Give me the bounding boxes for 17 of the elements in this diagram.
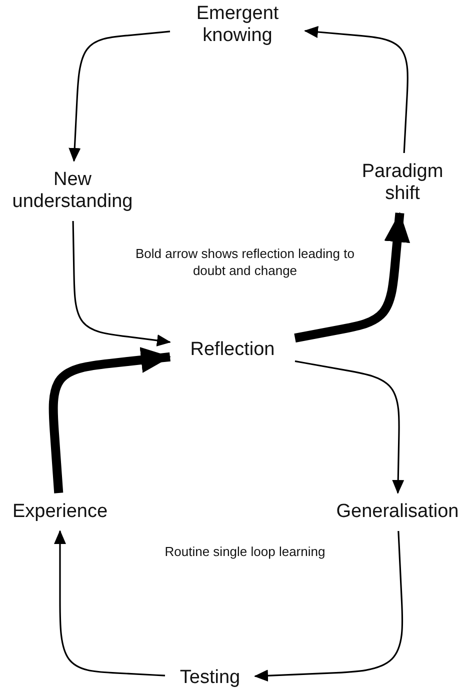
arrow — [72, 220, 171, 346]
bold-arrow — [48, 347, 171, 494]
arrow — [294, 360, 404, 494]
arrow — [304, 26, 408, 154]
stage-label: Reflection — [190, 339, 275, 361]
stage-label: Paradigm shift — [360, 161, 444, 205]
stage-label: Emergent knowing — [195, 3, 280, 47]
arrow — [54, 530, 166, 676]
note-text: Routine single loop learning — [164, 543, 326, 560]
arrow — [254, 530, 404, 682]
note-text: Bold arrow shows reflection leading to doubt and change — [134, 245, 356, 279]
stage-label: Generalisation — [336, 501, 459, 523]
bold-arrow — [294, 212, 410, 343]
stage-label: Experience — [12, 501, 108, 523]
stage-label: Testing — [180, 667, 240, 689]
stage-label: New understanding — [11, 169, 134, 213]
arrow — [68, 30, 170, 162]
